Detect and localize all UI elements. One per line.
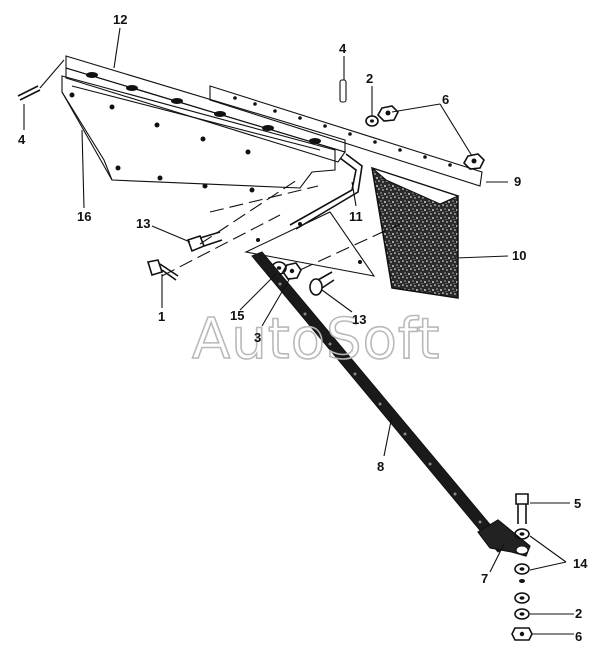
mounting-plate [61, 75, 336, 193]
nut-upper-b [463, 153, 485, 170]
bolt-1 [146, 259, 179, 281]
callout-2-upper: 2 [366, 71, 373, 86]
callout-8: 8 [377, 459, 384, 474]
callout-13-lower: 13 [352, 312, 366, 327]
mud-flap [371, 166, 460, 299]
callout-11: 11 [349, 209, 363, 224]
bolt-13-upper [186, 231, 223, 253]
callout-10: 10 [512, 248, 526, 263]
callout-4-upper: 4 [339, 41, 347, 56]
callout-5: 5 [574, 496, 581, 511]
callout-6-lower: 6 [575, 629, 582, 644]
top-bracket-strip [65, 55, 346, 163]
callout-15: 15 [230, 308, 244, 323]
plate-holes [69, 92, 255, 193]
callout-14: 14 [573, 556, 588, 571]
pin-upper [339, 79, 347, 103]
assembly-lines [161, 177, 401, 277]
callout-labels: 12 4 2 6 4 9 16 11 13 10 1 15 3 13 8 5 1… [18, 12, 588, 644]
right-strip [209, 85, 483, 187]
pin-left [17, 59, 65, 101]
triangle-bracket [244, 211, 376, 277]
bent-rod [289, 153, 363, 230]
bolt-5 [515, 493, 529, 524]
callout-9: 9 [514, 174, 521, 189]
washer-lower [514, 608, 530, 620]
callout-1: 1 [158, 309, 165, 324]
washer-upper [365, 115, 379, 127]
callout-6-upper: 6 [442, 92, 449, 107]
long-strap [251, 251, 509, 553]
callout-3: 3 [254, 330, 261, 345]
nut-upper-a [377, 105, 399, 122]
bolt-13-lower [309, 271, 335, 296]
callout-13-upper: 13 [136, 216, 150, 231]
lower-bracket [477, 519, 531, 557]
nut-lower [511, 627, 533, 641]
callout-12: 12 [113, 12, 127, 27]
washers-14 [514, 528, 530, 604]
callout-16: 16 [77, 209, 91, 224]
nut-3 [282, 262, 302, 280]
callout-7: 7 [481, 571, 488, 586]
callout-4-left: 4 [18, 132, 26, 147]
callout-2-lower: 2 [575, 606, 582, 621]
watermark-text: AutoSoft [192, 307, 441, 372]
leader-lines [23, 27, 574, 635]
